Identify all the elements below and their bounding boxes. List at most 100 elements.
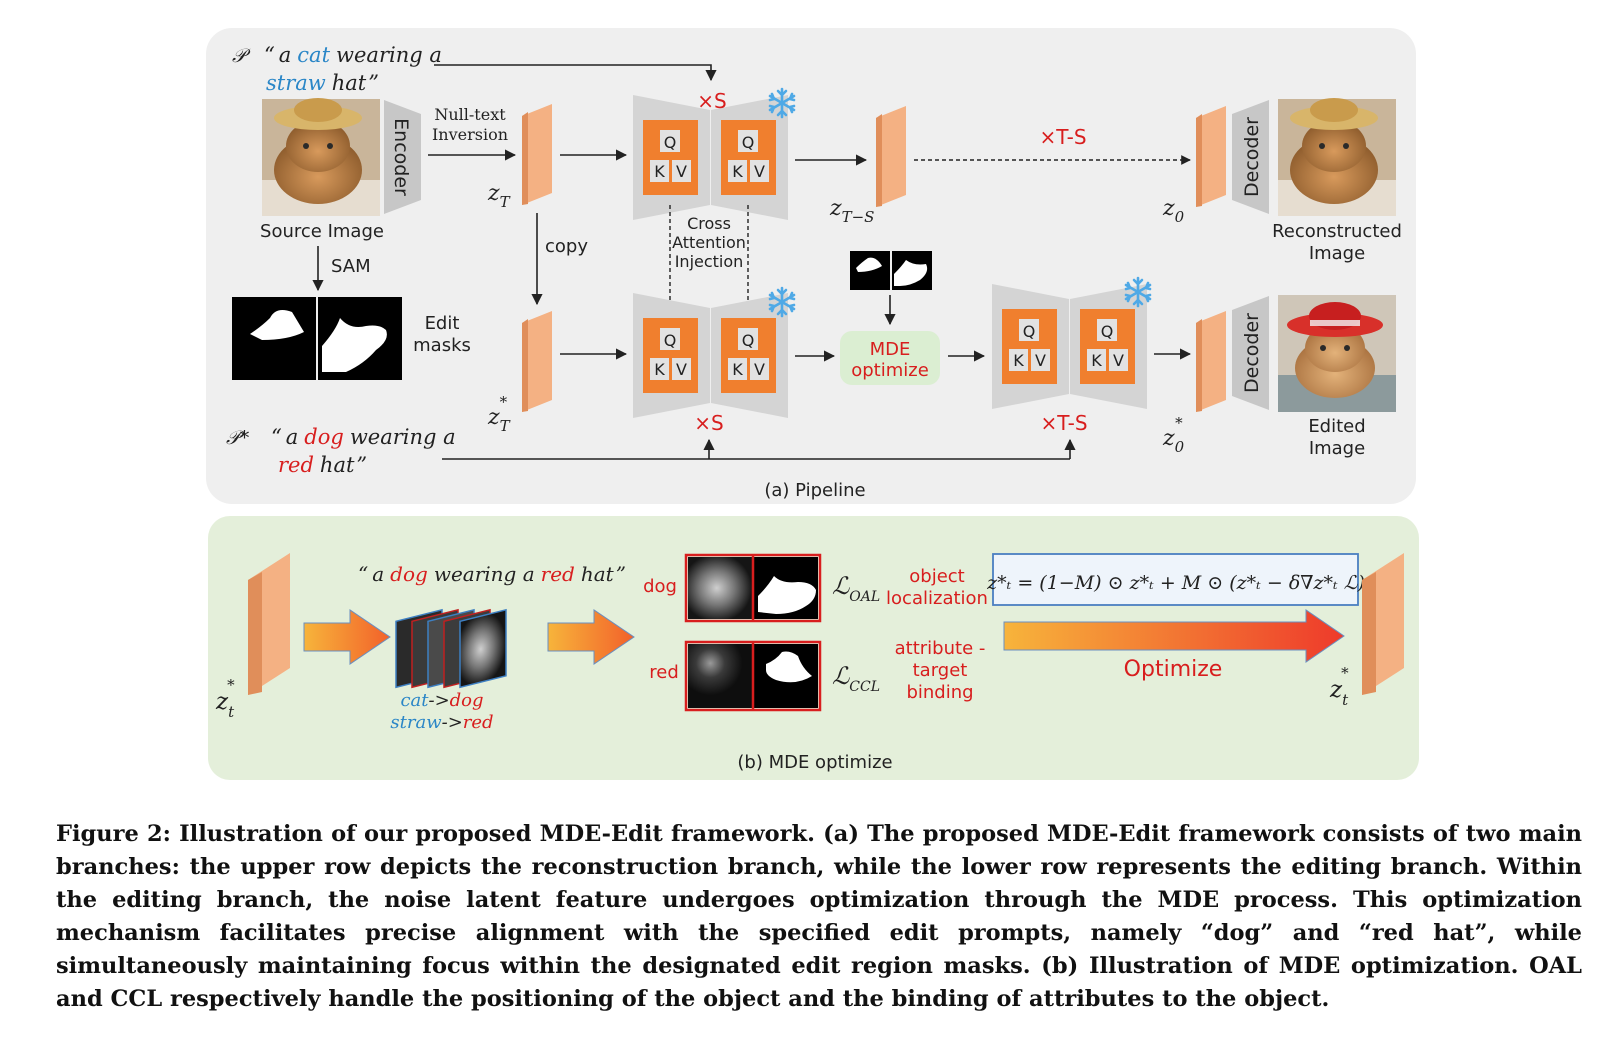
z-t-label: zT [487,181,511,211]
attribute-binding-label: attribute - target binding [895,638,986,703]
svg-text:cat->dog: cat->dog [400,690,483,711]
svg-text:optimize: optimize [851,360,929,381]
mde-panel-label: (b) MDE optimize [737,752,892,773]
block-arrow-2 [547,609,635,665]
svg-text:Edit: Edit [425,313,460,334]
optimize-label: Optimize [1124,657,1223,682]
edited-image-label: Edited Image [1308,416,1365,459]
svg-text:V: V [1035,351,1046,370]
svg-text:binding: binding [906,682,973,703]
svg-text:V: V [754,162,765,181]
source-image [262,98,380,216]
svg-text:K: K [1013,351,1024,370]
unet-editing-first: Q K V Q K V [633,293,788,418]
svg-text:masks: masks [413,335,471,356]
svg-text:Image: Image [1309,243,1365,264]
svg-text:Attention: Attention [672,233,746,252]
svg-text:Q: Q [1023,322,1036,341]
svg-text:object: object [909,566,964,587]
sam-label: SAM [331,256,371,277]
svg-text:z*ₜ = (1−M) ⊙ z*ₜ + M ⊙ (z*ₜ −: z*ₜ = (1−M) ⊙ z*ₜ + M ⊙ (z*ₜ − δ∇z*ₜ ℒ) [986,572,1365,594]
svg-text:K: K [654,162,665,181]
svg-text:Inversion: Inversion [432,125,508,144]
z-t-star-label: zT* [487,393,511,435]
latent-z-0-star [1196,311,1226,412]
loss-oal: ℒOAL [832,572,880,605]
latent-z-t-minus-s [876,106,906,207]
copy-label: copy [545,236,588,257]
svg-text:attribute -: attribute - [895,638,986,659]
times-s-bottom: ×S [694,411,723,435]
svg-text:K: K [732,162,743,181]
svg-text:localization: localization [886,588,988,609]
pipeline-panel-label: (a) Pipeline [764,480,865,501]
svg-text:Decoder: Decoder [1241,117,1263,197]
attention-map-stack [395,608,507,689]
reconstructed-image-label: Reconstructed Image [1272,221,1402,264]
figure-caption: Figure 2: Illustration of our proposed M… [56,821,1582,1012]
svg-text:K: K [732,360,743,379]
svg-text:Encoder: Encoder [390,118,412,196]
edit-masks-label: Edit masks [413,313,471,356]
times-t-s-bottom: ×T-S [1040,411,1087,435]
oal-maps [684,553,822,623]
times-s-top: ×S [697,89,726,113]
mde-latent-input [248,553,290,695]
svg-text:Cross: Cross [687,214,731,233]
latent-z-t [522,104,552,205]
edit-masks [232,297,402,380]
svg-text:Null-text: Null-text [434,105,506,124]
svg-text:V: V [1113,351,1124,370]
row-word-dog: dog [643,576,677,597]
object-localization-label: object localization [886,566,988,609]
svg-text:V: V [754,360,765,379]
optimize-arrow [1003,609,1345,663]
svg-text:straw->red: straw->red [390,712,493,733]
decoder-block-bottom: Decoder [1232,296,1269,410]
svg-text:K: K [654,360,665,379]
mde-z-t-star-output-label: zt* [1329,664,1349,709]
svg-text:MDE: MDE [870,339,911,360]
null-text-inversion-label: Null-text Inversion [432,105,508,144]
svg-text:Q: Q [742,133,755,152]
mde-optimize-box: MDE optimize [840,331,940,385]
z-t-minus-s-label: zT−S [829,196,874,226]
svg-text:Image: Image [1309,438,1365,459]
svg-text:K: K [1091,351,1102,370]
svg-text:V: V [676,360,687,379]
mde-latent-output [1362,553,1404,695]
svg-text:Injection: Injection [675,252,744,271]
loss-ccl: ℒCCL [832,662,880,695]
svg-text:Q: Q [664,133,677,152]
svg-text:Q: Q [1101,322,1114,341]
unet-editing-second: Q K V Q K V [992,284,1147,409]
reconstructed-image [1278,98,1396,216]
mde-z-t-star-input-label: zt* [215,676,235,721]
svg-text:Reconstructed: Reconstructed [1272,221,1402,242]
source-image-label: Source Image [260,221,384,242]
decoder-block-top: Decoder [1232,100,1269,214]
svg-text:Edited: Edited [1308,416,1365,437]
svg-text:Decoder: Decoder [1241,313,1263,393]
latent-z-t-star [522,311,552,412]
svg-text:target: target [913,660,968,681]
svg-text:Q: Q [664,331,677,350]
z-0-star-label: z0* [1162,414,1185,456]
block-arrow-1 [303,609,391,665]
token-swap-labels: cat->dog straw->red [390,690,493,733]
unet-reconstruction: Q K V Q K V [633,95,788,220]
ccl-maps [684,640,822,712]
edited-image [1278,295,1396,412]
encoder-block: Encoder [384,100,421,214]
svg-text:Q: Q [742,331,755,350]
svg-text:V: V [676,162,687,181]
